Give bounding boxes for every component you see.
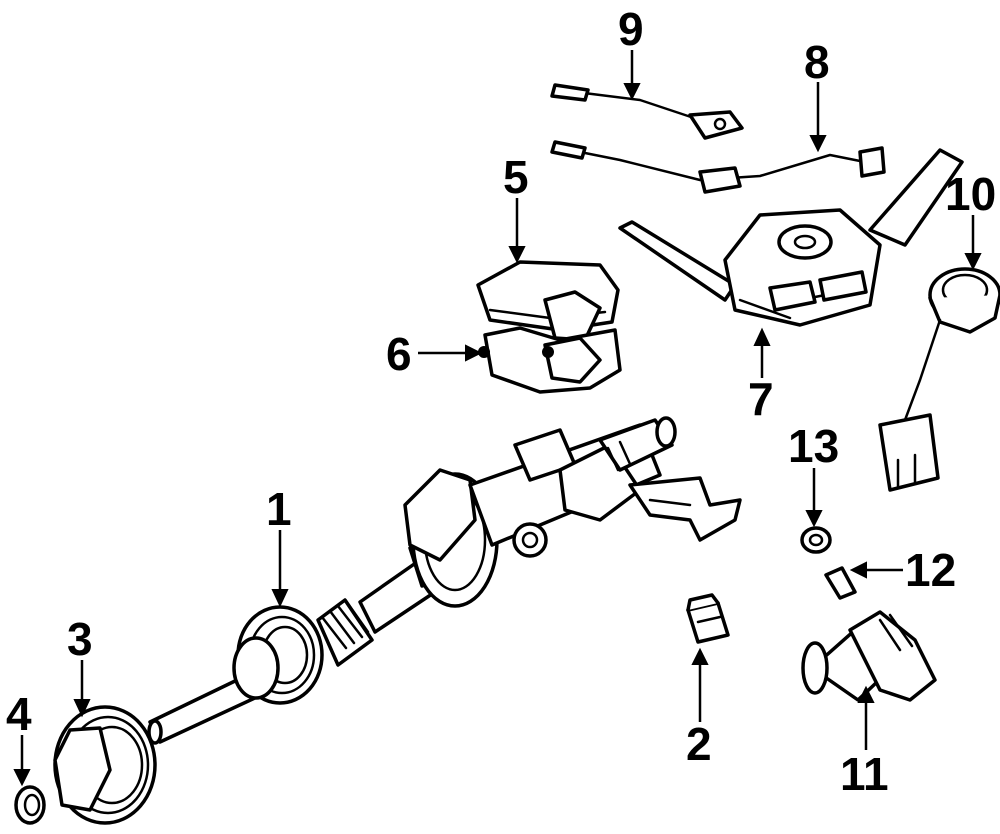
relay-part	[686, 593, 730, 644]
callout-7: 7	[748, 373, 774, 425]
cap-part	[14, 785, 46, 825]
callout-11: 11	[840, 748, 889, 800]
bulb-part	[800, 526, 832, 554]
callout-13: 13	[788, 420, 839, 472]
leader-lines	[13, 50, 982, 787]
callout-labels: 1 2 3 4 5 6 7 8 9 10 11 12 13	[6, 3, 996, 800]
callout-8: 8	[804, 36, 830, 88]
coupler-part	[53, 705, 157, 825]
interlock-cable-part	[550, 83, 744, 140]
callout-3: 3	[67, 613, 93, 665]
callout-2: 2	[686, 718, 712, 770]
callout-1: 1	[266, 483, 292, 535]
callout-5: 5	[503, 151, 529, 203]
combination-switch-part	[618, 148, 964, 327]
clockspring-part	[878, 267, 1000, 492]
lock-cylinder-part	[801, 610, 937, 702]
callout-10: 10	[945, 168, 996, 220]
steering-column-part	[147, 416, 742, 745]
lower-shroud-part	[478, 326, 622, 394]
clip-part	[824, 566, 857, 600]
shift-cable-part	[550, 140, 886, 194]
upper-shroud-part	[476, 260, 620, 342]
callout-6: 6	[386, 328, 412, 380]
callout-4: 4	[6, 688, 32, 740]
callout-12: 12	[905, 544, 956, 596]
callout-9: 9	[618, 3, 644, 55]
